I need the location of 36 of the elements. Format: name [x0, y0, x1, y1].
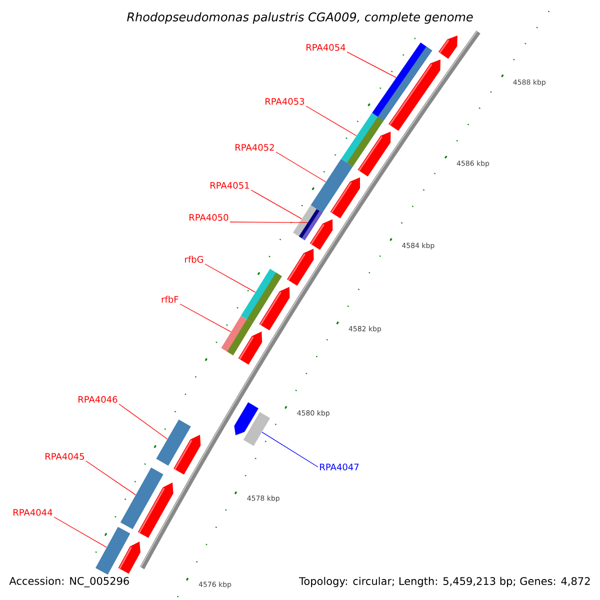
gene-bar	[341, 112, 384, 167]
gene-label: RPA4045	[46, 453, 84, 460]
gene-label: RPA4054	[306, 44, 346, 51]
leader-line	[180, 304, 232, 332]
gene-label: RPA4046	[78, 396, 118, 403]
leader-line	[86, 460, 136, 496]
gene-label: RPA4051	[210, 182, 249, 189]
leader-line	[118, 404, 168, 440]
accession-text: Accession: NC_005296	[8, 576, 131, 588]
leader-line	[230, 222, 308, 223]
gene-bar	[96, 526, 130, 575]
gene-bar	[310, 158, 353, 213]
gene-bar	[240, 268, 282, 324]
genome-info-text: Topology: circular; Length: 5,459,213 bp; Genes: 4,872	[298, 576, 592, 588]
gene-label: rfbF	[162, 296, 178, 303]
leader-line	[276, 152, 326, 182]
leader-line	[346, 52, 396, 78]
gene-bar	[372, 42, 432, 121]
gene-label: RPA4044	[14, 509, 52, 516]
gene-bar	[298, 208, 322, 240]
gene-bar	[292, 205, 317, 236]
leader-line	[262, 432, 318, 468]
leader-line	[204, 264, 256, 293]
gene-bar	[120, 468, 164, 530]
leader-line	[306, 106, 357, 136]
leader-line	[250, 190, 302, 220]
gene-bar	[156, 420, 191, 466]
gene-label: RPA4050	[190, 214, 228, 221]
gene-label: RPA4053	[266, 98, 304, 105]
gene-bar	[243, 412, 270, 446]
leader-line	[54, 516, 107, 548]
gene-label: rfbG	[185, 256, 204, 263]
gene-bar	[221, 316, 253, 356]
gene-label: RPA4047	[320, 464, 359, 470]
title: Rhodopseudomonas palustris CGA009, complete genome	[126, 11, 474, 25]
gene-label: RPA4052	[236, 144, 274, 151]
